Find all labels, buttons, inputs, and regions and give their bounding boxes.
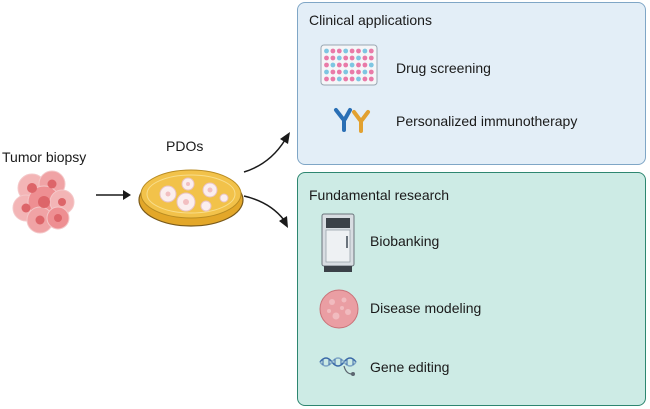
organoid-icon — [319, 289, 359, 329]
branch-arrows-icon — [243, 132, 290, 228]
clinical-title: Clinical applications — [309, 12, 432, 28]
freezer-icon — [321, 213, 355, 272]
drug-screening-label: Drug screening — [396, 60, 491, 76]
well-plate-icon — [320, 44, 378, 86]
fundamental-title: Fundamental research — [309, 187, 450, 203]
petri-dish-icon — [138, 169, 244, 227]
tumor-icon — [12, 170, 75, 234]
disease-modeling-label: Disease modeling — [370, 300, 482, 316]
arrow-right-icon — [96, 190, 131, 200]
biobanking-label: Biobanking — [370, 233, 440, 249]
dna-icon — [319, 357, 357, 376]
gene-editing-label: Gene editing — [370, 359, 450, 375]
fundamental-research-panel — [297, 172, 646, 406]
pdos-label: PDOs — [166, 138, 204, 154]
antibody-icon — [334, 108, 370, 133]
tumor-biopsy-label: Tumor biopsy — [2, 149, 87, 165]
personalized-immunotherapy-label: Personalized immunotherapy — [396, 113, 578, 129]
